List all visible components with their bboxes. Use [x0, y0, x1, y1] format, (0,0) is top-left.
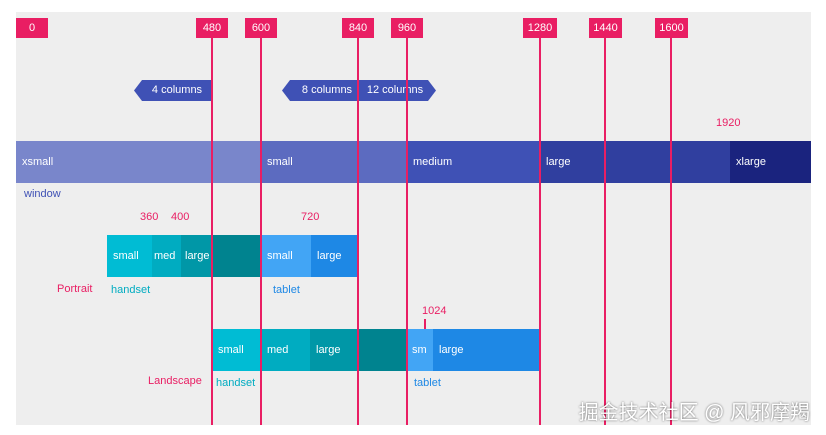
- portrait-handset-large: large: [181, 235, 212, 277]
- breakpoint-tag-480: 480: [196, 18, 228, 38]
- window-label: window: [24, 188, 61, 200]
- breakpoint-line-600: [260, 38, 262, 425]
- landscape-handset-med: med: [261, 329, 310, 371]
- tick-1024: [424, 319, 426, 329]
- breakpoint-line-1600: [670, 38, 672, 425]
- breakpoint-line-1280: [539, 38, 541, 425]
- breakpoint-label-720: 720: [301, 211, 320, 223]
- four-columns-arrow: [134, 80, 212, 101]
- breakpoint-tag-960: 960: [391, 18, 423, 38]
- landscape-tablet-large: large: [433, 329, 540, 371]
- landscape-handset-extension: [358, 329, 407, 371]
- window-segment-small: small: [261, 141, 407, 183]
- portrait-label: Portrait: [57, 283, 93, 295]
- portrait-handset-small: small: [107, 235, 152, 277]
- eight-twelve-columns-arrow: [282, 80, 436, 101]
- watermark: 掘金技术社区 @ 风邪摩羯: [578, 402, 810, 424]
- breakpoint-tag-1600: 1600: [655, 18, 688, 38]
- landscape-handset-label: handset: [216, 377, 256, 389]
- breakpoint-label-400: 400: [171, 211, 190, 223]
- breakpoint-tag-0: 0: [16, 18, 48, 38]
- portrait-handset-med: med: [152, 235, 181, 277]
- window-segment-medium: medium: [407, 141, 540, 183]
- breakpoint-line-480: [211, 38, 213, 425]
- breakpoint-line-960: [406, 38, 408, 425]
- window-segment-xsmall: xsmall: [16, 141, 261, 183]
- breakpoint-diagram: 0 480 600 840 960 1280 1440 1600 4 colum…: [16, 12, 811, 425]
- breakpoint-line-840: [357, 38, 359, 425]
- breakpoint-label-1024: 1024: [422, 305, 447, 317]
- landscape-tablet-label: tablet: [414, 377, 441, 389]
- window-segment-xlarge: xlarge: [730, 141, 811, 183]
- breakpoint-tag-840: 840: [342, 18, 374, 38]
- breakpoint-label-360: 360: [140, 211, 159, 223]
- eight-columns-label: 8 columns: [301, 84, 353, 96]
- twelve-columns-label: 12 columns: [366, 84, 424, 96]
- breakpoint-line-1440: [604, 38, 606, 425]
- landscape-tablet-sm: sm: [407, 329, 433, 371]
- window-segment-large: large: [540, 141, 730, 183]
- breakpoint-tag-1440: 1440: [589, 18, 622, 38]
- landscape-label: Landscape: [148, 375, 202, 387]
- portrait-tablet-small: small: [261, 235, 311, 277]
- breakpoint-label-1920: 1920: [716, 117, 741, 129]
- breakpoint-tag-1280: 1280: [523, 18, 557, 38]
- four-columns-label: 4 columns: [151, 84, 203, 96]
- portrait-tablet-large: large: [311, 235, 358, 277]
- portrait-handset-extension: [212, 235, 261, 277]
- landscape-handset-small: small: [212, 329, 261, 371]
- portrait-handset-label: handset: [111, 284, 151, 296]
- breakpoint-tag-600: 600: [245, 18, 277, 38]
- portrait-tablet-label: tablet: [273, 284, 300, 296]
- landscape-handset-large: large: [310, 329, 358, 371]
